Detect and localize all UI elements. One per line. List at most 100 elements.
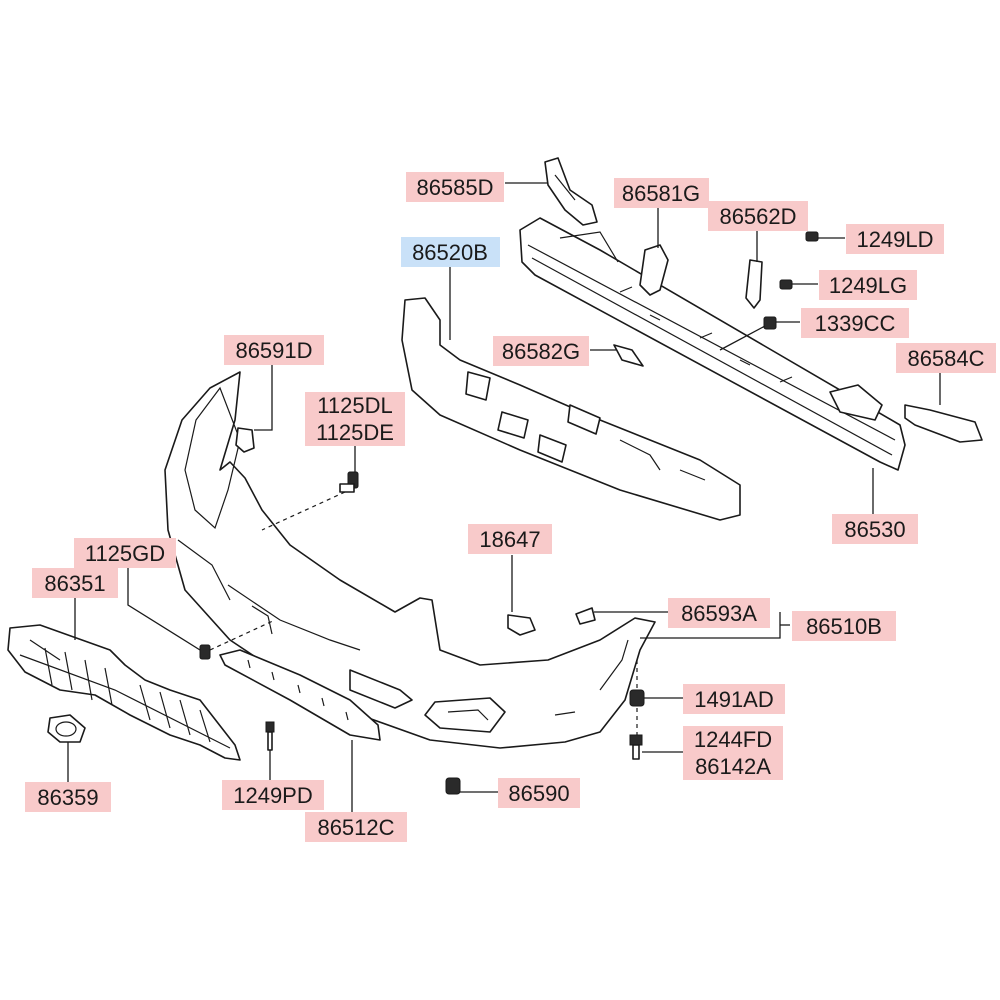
label-box	[819, 270, 917, 300]
label-86562D[interactable]: 86562D	[708, 201, 808, 231]
label-1249PD[interactable]: 1249PD	[222, 780, 324, 810]
part-86359-emblem[interactable]	[47, 714, 86, 743]
label-1125DE[interactable]: 1125DE	[305, 419, 405, 446]
label-86591D[interactable]: 86591D	[224, 335, 324, 365]
part-86510B-bumper-cover[interactable]	[164, 371, 656, 749]
part-86520B-energy-absorber[interactable]	[401, 297, 741, 521]
label-box	[74, 538, 176, 568]
label-text: 1249PD	[233, 783, 313, 808]
label-1244FD[interactable]: 1244FD	[683, 726, 783, 753]
label-text: 1244FD	[694, 727, 772, 752]
label-box	[406, 172, 504, 202]
part-1491AD-nut[interactable]	[629, 689, 645, 707]
label-1125DL[interactable]: 1125DL	[305, 392, 405, 419]
label-box	[792, 611, 896, 641]
label-text: 86359	[37, 785, 98, 810]
label-text: 86530	[844, 517, 905, 542]
part-1244FD-bolt[interactable]	[629, 734, 643, 760]
label-box	[801, 308, 909, 338]
part-86562D-bracket[interactable]	[745, 259, 763, 309]
label-box	[493, 336, 589, 366]
label-86351[interactable]: 86351	[32, 568, 118, 598]
label-86584C[interactable]: 86584C	[896, 343, 996, 373]
label-text: 86582G	[502, 339, 580, 364]
part-86512C-lower-strip[interactable]	[219, 649, 381, 741]
label-text: 1339CC	[815, 311, 896, 336]
part-1249LD-screw[interactable]	[805, 231, 819, 242]
label-1491AD[interactable]: 1491AD	[683, 684, 785, 714]
label-text: 18647	[479, 527, 540, 552]
part-86582G-clip[interactable]	[613, 344, 644, 367]
label-box	[222, 780, 324, 810]
label-box	[683, 753, 783, 780]
label-text: 86562D	[719, 204, 796, 229]
label-text: 86591D	[235, 338, 312, 363]
part-86593A-clip[interactable]	[575, 607, 596, 625]
label-86510B[interactable]: 86510B	[792, 611, 896, 641]
label-box	[468, 524, 552, 554]
label-box	[305, 812, 407, 842]
label-text: 86593A	[681, 601, 757, 626]
part-1249PD-bolt[interactable]	[265, 721, 275, 751]
label-text: 86590	[508, 781, 569, 806]
label-text: 1491AD	[694, 687, 774, 712]
label-86582G[interactable]: 86582G	[493, 336, 589, 366]
label-box	[846, 224, 944, 254]
label-86359[interactable]: 86359	[25, 782, 111, 812]
label-box	[896, 343, 996, 373]
label-box	[401, 237, 500, 267]
label-box	[305, 419, 405, 446]
label-box	[32, 568, 118, 598]
label-text: 1249LG	[829, 273, 907, 298]
label-86593A[interactable]: 86593A	[668, 598, 770, 628]
label-1249LG[interactable]: 1249LG	[819, 270, 917, 300]
part-86591D-clip[interactable]	[235, 427, 255, 453]
part-86590-nut[interactable]	[445, 777, 461, 795]
label-1339CC[interactable]: 1339CC	[801, 308, 909, 338]
part-86530-reinforcement-beam[interactable]	[519, 217, 906, 471]
label-box	[305, 392, 405, 419]
part-86585D-bracket[interactable]	[544, 157, 598, 226]
label-86581G[interactable]: 86581G	[614, 178, 709, 208]
label-text: 1249LD	[856, 227, 933, 252]
label-text: 86142A	[695, 754, 771, 779]
part-1249LG-screw[interactable]	[779, 279, 793, 290]
label-box	[25, 782, 111, 812]
label-text: 1125DL	[317, 393, 392, 418]
part-1339CC-nut[interactable]	[763, 316, 777, 330]
label-text: 1125GD	[85, 541, 165, 566]
label-86530[interactable]: 86530	[832, 514, 918, 544]
label-text: 86520B	[412, 240, 488, 265]
label-86585D[interactable]: 86585D	[406, 172, 504, 202]
label-box	[224, 335, 324, 365]
label-text: 86510B	[806, 614, 882, 639]
label-text: 1125DE	[316, 420, 394, 445]
leader-lines	[67, 182, 941, 812]
label-text: 86585D	[416, 175, 493, 200]
label-text: 86512C	[317, 815, 394, 840]
label-box	[614, 178, 709, 208]
label-box	[683, 684, 785, 714]
label-box	[683, 726, 783, 753]
label-86142A[interactable]: 86142A	[683, 753, 783, 780]
part-86581G-bracket[interactable]	[639, 244, 669, 296]
part-1125GD-screw[interactable]	[199, 644, 211, 660]
label-box	[498, 778, 580, 808]
label-text: 86584C	[907, 346, 984, 371]
label-text: 86581G	[622, 181, 700, 206]
part-86584C-bracket[interactable]	[904, 404, 983, 443]
label-86520B[interactable]: 86520B	[401, 237, 500, 267]
label-box	[668, 598, 770, 628]
label-86590[interactable]: 86590	[498, 778, 580, 808]
label-1249LD[interactable]: 1249LD	[846, 224, 944, 254]
part-86351-grille[interactable]	[7, 624, 241, 761]
part-1125DL-screw[interactable]	[339, 471, 359, 493]
label-box	[832, 514, 918, 544]
label-86512C[interactable]: 86512C	[305, 812, 407, 842]
label-text: 86351	[44, 571, 105, 596]
label-box	[708, 201, 808, 231]
label-18647[interactable]: 18647	[468, 524, 552, 554]
label-1125GD[interactable]: 1125GD	[74, 538, 176, 568]
part-18647-cap[interactable]	[507, 614, 536, 636]
